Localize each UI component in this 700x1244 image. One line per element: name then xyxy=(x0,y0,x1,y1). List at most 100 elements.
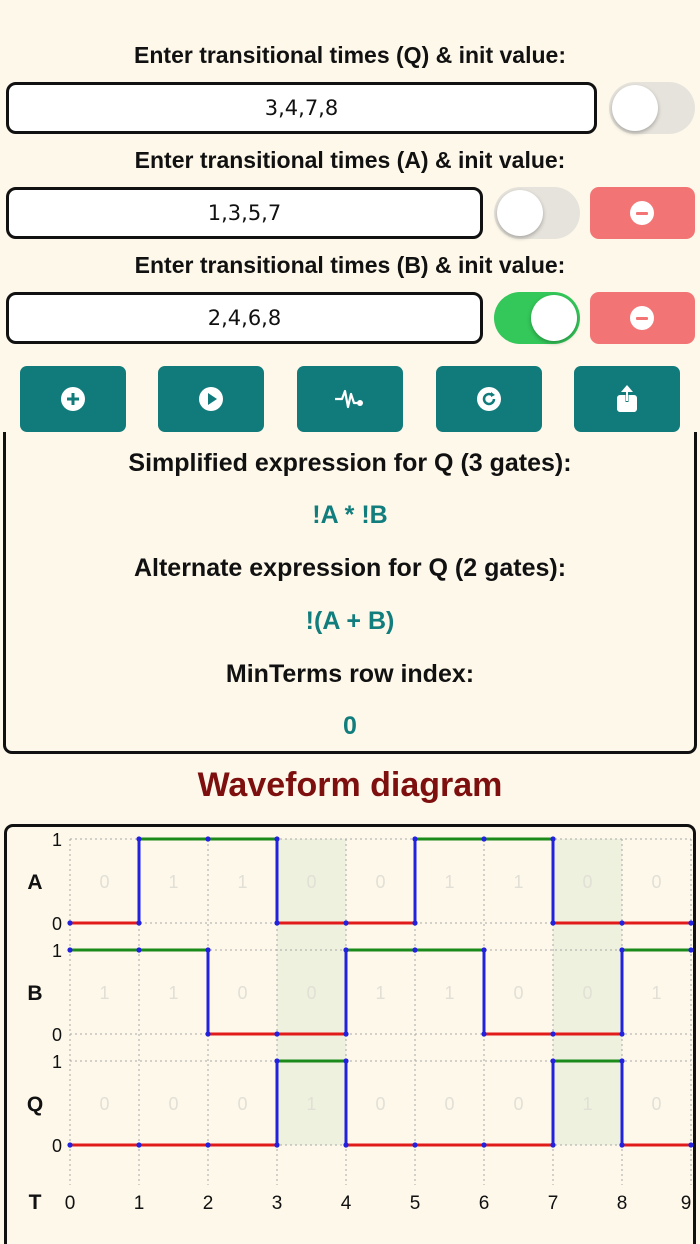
level-one-label: 1 xyxy=(52,941,62,961)
cell-value: 1 xyxy=(513,872,523,892)
remove-b-button[interactable] xyxy=(590,292,695,344)
cell-value: 1 xyxy=(237,872,247,892)
refresh-icon xyxy=(477,387,501,411)
a-init-toggle[interactable] xyxy=(494,187,580,239)
cell-value: 1 xyxy=(168,983,178,1003)
sample-dot xyxy=(67,920,73,926)
time-tick-label: 4 xyxy=(341,1193,352,1214)
time-tick-label: 2 xyxy=(203,1193,214,1214)
time-tick-label: 7 xyxy=(548,1193,559,1214)
sample-dot xyxy=(619,947,625,953)
plus-circle-icon xyxy=(61,387,85,411)
reset-button[interactable] xyxy=(436,366,542,432)
sample-dot xyxy=(481,947,487,953)
sample-dot xyxy=(205,1142,211,1148)
sample-dot xyxy=(412,1142,418,1148)
cell-value: 0 xyxy=(99,1094,109,1114)
cell-value: 0 xyxy=(582,872,592,892)
q-init-toggle[interactable] xyxy=(609,82,695,134)
add-signal-button[interactable] xyxy=(20,366,126,432)
cell-value: 1 xyxy=(168,872,178,892)
cell-value: 0 xyxy=(168,1094,178,1114)
b-input-label: Enter transitional times (B) & init valu… xyxy=(134,252,566,278)
cell-value: 0 xyxy=(237,983,247,1003)
sample-dot xyxy=(412,836,418,842)
q-input-label: Enter transitional times (Q) & init valu… xyxy=(134,42,566,68)
toggle-knob xyxy=(497,190,543,236)
sample-dot xyxy=(550,1142,556,1148)
sample-dot xyxy=(619,1058,625,1064)
cell-value: 0 xyxy=(306,872,316,892)
sample-dot xyxy=(136,920,142,926)
time-tick-label: 0 xyxy=(65,1193,76,1214)
sample-dot xyxy=(688,920,694,926)
waveform-button[interactable] xyxy=(297,366,403,432)
minterms-value: 0 xyxy=(343,712,357,740)
sample-dot xyxy=(205,836,211,842)
sample-dot xyxy=(412,947,418,953)
sample-dot xyxy=(274,1142,280,1148)
sample-dot xyxy=(274,1058,280,1064)
signal-name: B xyxy=(27,982,42,1005)
level-zero-label: 0 xyxy=(52,914,62,934)
run-button[interactable] xyxy=(158,366,264,432)
sample-dot xyxy=(274,836,280,842)
a-transition-input[interactable] xyxy=(6,187,483,239)
highlight-band xyxy=(277,839,346,1145)
sample-dot xyxy=(550,920,556,926)
remove-a-button[interactable] xyxy=(590,187,695,239)
cell-value: 0 xyxy=(444,1094,454,1114)
sample-dot xyxy=(550,1058,556,1064)
time-tick-label: 3 xyxy=(272,1193,283,1214)
sample-dot xyxy=(343,1142,349,1148)
sample-dot xyxy=(550,1031,556,1037)
sample-dot xyxy=(619,1031,625,1037)
alternate-label: Alternate expression for Q (2 gates): xyxy=(133,554,567,582)
waveform-icon xyxy=(335,389,363,409)
sample-dot xyxy=(67,1142,73,1148)
cell-value: 0 xyxy=(651,1094,661,1114)
sample-dot xyxy=(688,1142,694,1148)
cell-value: 0 xyxy=(375,1094,385,1114)
cell-value: 1 xyxy=(375,983,385,1003)
sample-dot xyxy=(481,836,487,842)
minterms-label: MinTerms row index: xyxy=(225,660,475,688)
sample-dot xyxy=(343,1058,349,1064)
level-zero-label: 0 xyxy=(52,1025,62,1045)
sample-dot xyxy=(481,1142,487,1148)
sample-dot xyxy=(274,1031,280,1037)
sample-dot xyxy=(343,920,349,926)
share-button[interactable] xyxy=(574,366,680,432)
results-panel xyxy=(3,432,697,754)
time-axis-label: T xyxy=(29,1191,42,1214)
sample-dot xyxy=(136,836,142,842)
sample-dot xyxy=(619,1142,625,1148)
time-tick-label: 9 xyxy=(681,1193,692,1214)
time-tick-label: 6 xyxy=(479,1193,490,1214)
cell-value: 0 xyxy=(582,983,592,1003)
waveform-title: Waveform diagram xyxy=(197,766,503,804)
time-tick-label: 8 xyxy=(617,1193,628,1214)
level-one-label: 1 xyxy=(52,830,62,850)
cell-value: 1 xyxy=(582,1094,592,1114)
sample-dot xyxy=(205,947,211,953)
sample-dot xyxy=(136,947,142,953)
simplified-label: Simplified expression for Q (3 gates): xyxy=(128,449,572,477)
sample-dot xyxy=(619,920,625,926)
sample-dot xyxy=(688,947,694,953)
time-tick-label: 1 xyxy=(134,1193,145,1214)
b-transition-input[interactable] xyxy=(6,292,483,344)
b-init-toggle[interactable] xyxy=(494,292,580,344)
cell-value: 0 xyxy=(375,872,385,892)
alternate-expression: !(A + B) xyxy=(305,607,395,635)
sample-dot xyxy=(67,947,73,953)
cell-value: 0 xyxy=(237,1094,247,1114)
waveform-frame xyxy=(4,824,696,1244)
share-icon xyxy=(617,385,637,412)
cell-value: 0 xyxy=(513,983,523,1003)
sample-dot xyxy=(550,836,556,842)
highlight-band xyxy=(553,839,622,1145)
q-transition-input[interactable] xyxy=(6,82,597,134)
toggle-knob xyxy=(612,85,658,131)
